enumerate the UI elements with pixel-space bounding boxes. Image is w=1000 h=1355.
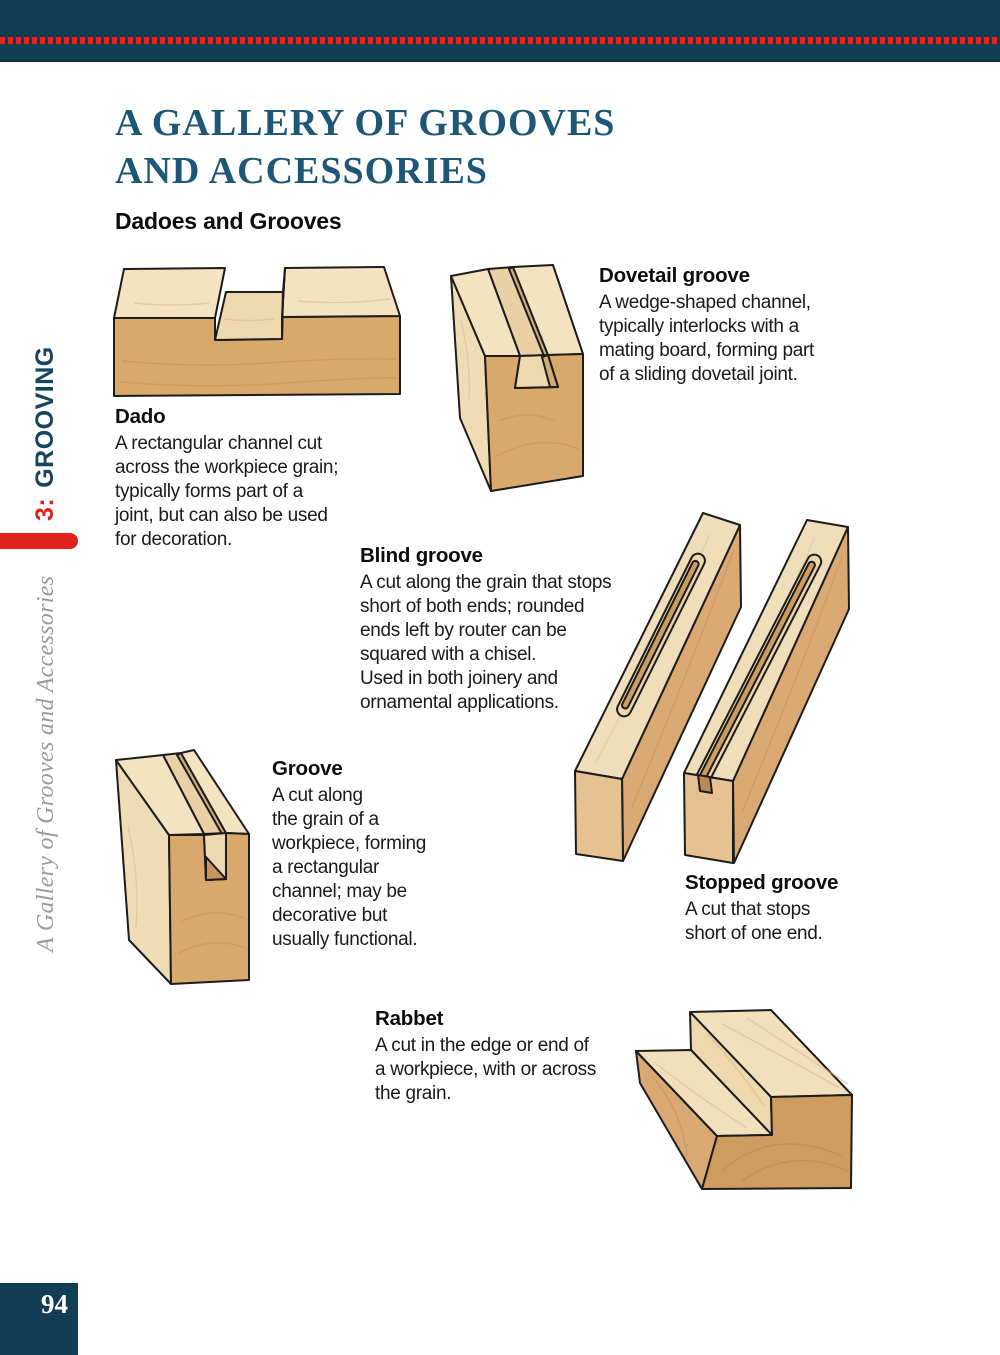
entry-heading: Dado [115,405,166,428]
caption-blind-groove: Blind groove A cut along the grain that … [360,544,670,715]
entry-heading: Dovetail groove [599,264,750,287]
chapter-marker-bar [0,533,78,549]
entry-body: A cut that stops short of one end. [685,899,823,944]
chapter-name: GROOVING [31,346,59,488]
chapter-number: 3: [31,497,59,521]
header-bar [0,0,1000,62]
groove-illustration [115,749,250,985]
entry-body: A wedge-shaped channel, typically interl… [599,292,815,385]
entry-body: A cut along the grain of a workpiece, fo… [272,785,427,950]
dashed-rule [0,37,1000,44]
sidebar-caption: A Gallery of Grooves and Accessories [33,575,59,952]
page-number: 94 [41,1289,68,1319]
entry-body: A rectangular channel cut across the wor… [115,433,339,550]
dado-illustration [113,266,401,397]
caption-rabbet: Rabbet A cut in the edge or end of a wor… [375,1007,655,1106]
entry-heading: Groove [272,757,343,780]
caption-stopped-groove: Stopped groove A cut that stops short of… [685,871,895,946]
caption-dovetail-groove: Dovetail groove A wedge-shaped channel, … [599,264,869,387]
entry-heading: Stopped groove [685,871,839,894]
page-number-block: 94 [0,1283,78,1355]
entry-body: A cut in the edge or end of a workpiece,… [375,1035,597,1104]
entry-heading: Blind groove [360,544,483,567]
section-heading: Dadoes and Grooves [115,208,342,234]
blind-and-stopped-groove-illustration [574,512,850,864]
caption-groove: Groove A cut along the grain of a workpi… [272,757,472,952]
rabbet-illustration [635,1009,853,1190]
caption-dado: Dado A rectangular channel cut across th… [115,405,395,552]
entry-heading: Rabbet [375,1007,444,1030]
dovetail-groove-illustration [450,264,584,492]
page-title: A GALLERY OF GROOVES AND ACCESSORIES [115,102,616,192]
chapter-tab: 3: GROOVING [31,346,60,521]
entry-body: A cut along the grain that stops short o… [360,572,612,713]
